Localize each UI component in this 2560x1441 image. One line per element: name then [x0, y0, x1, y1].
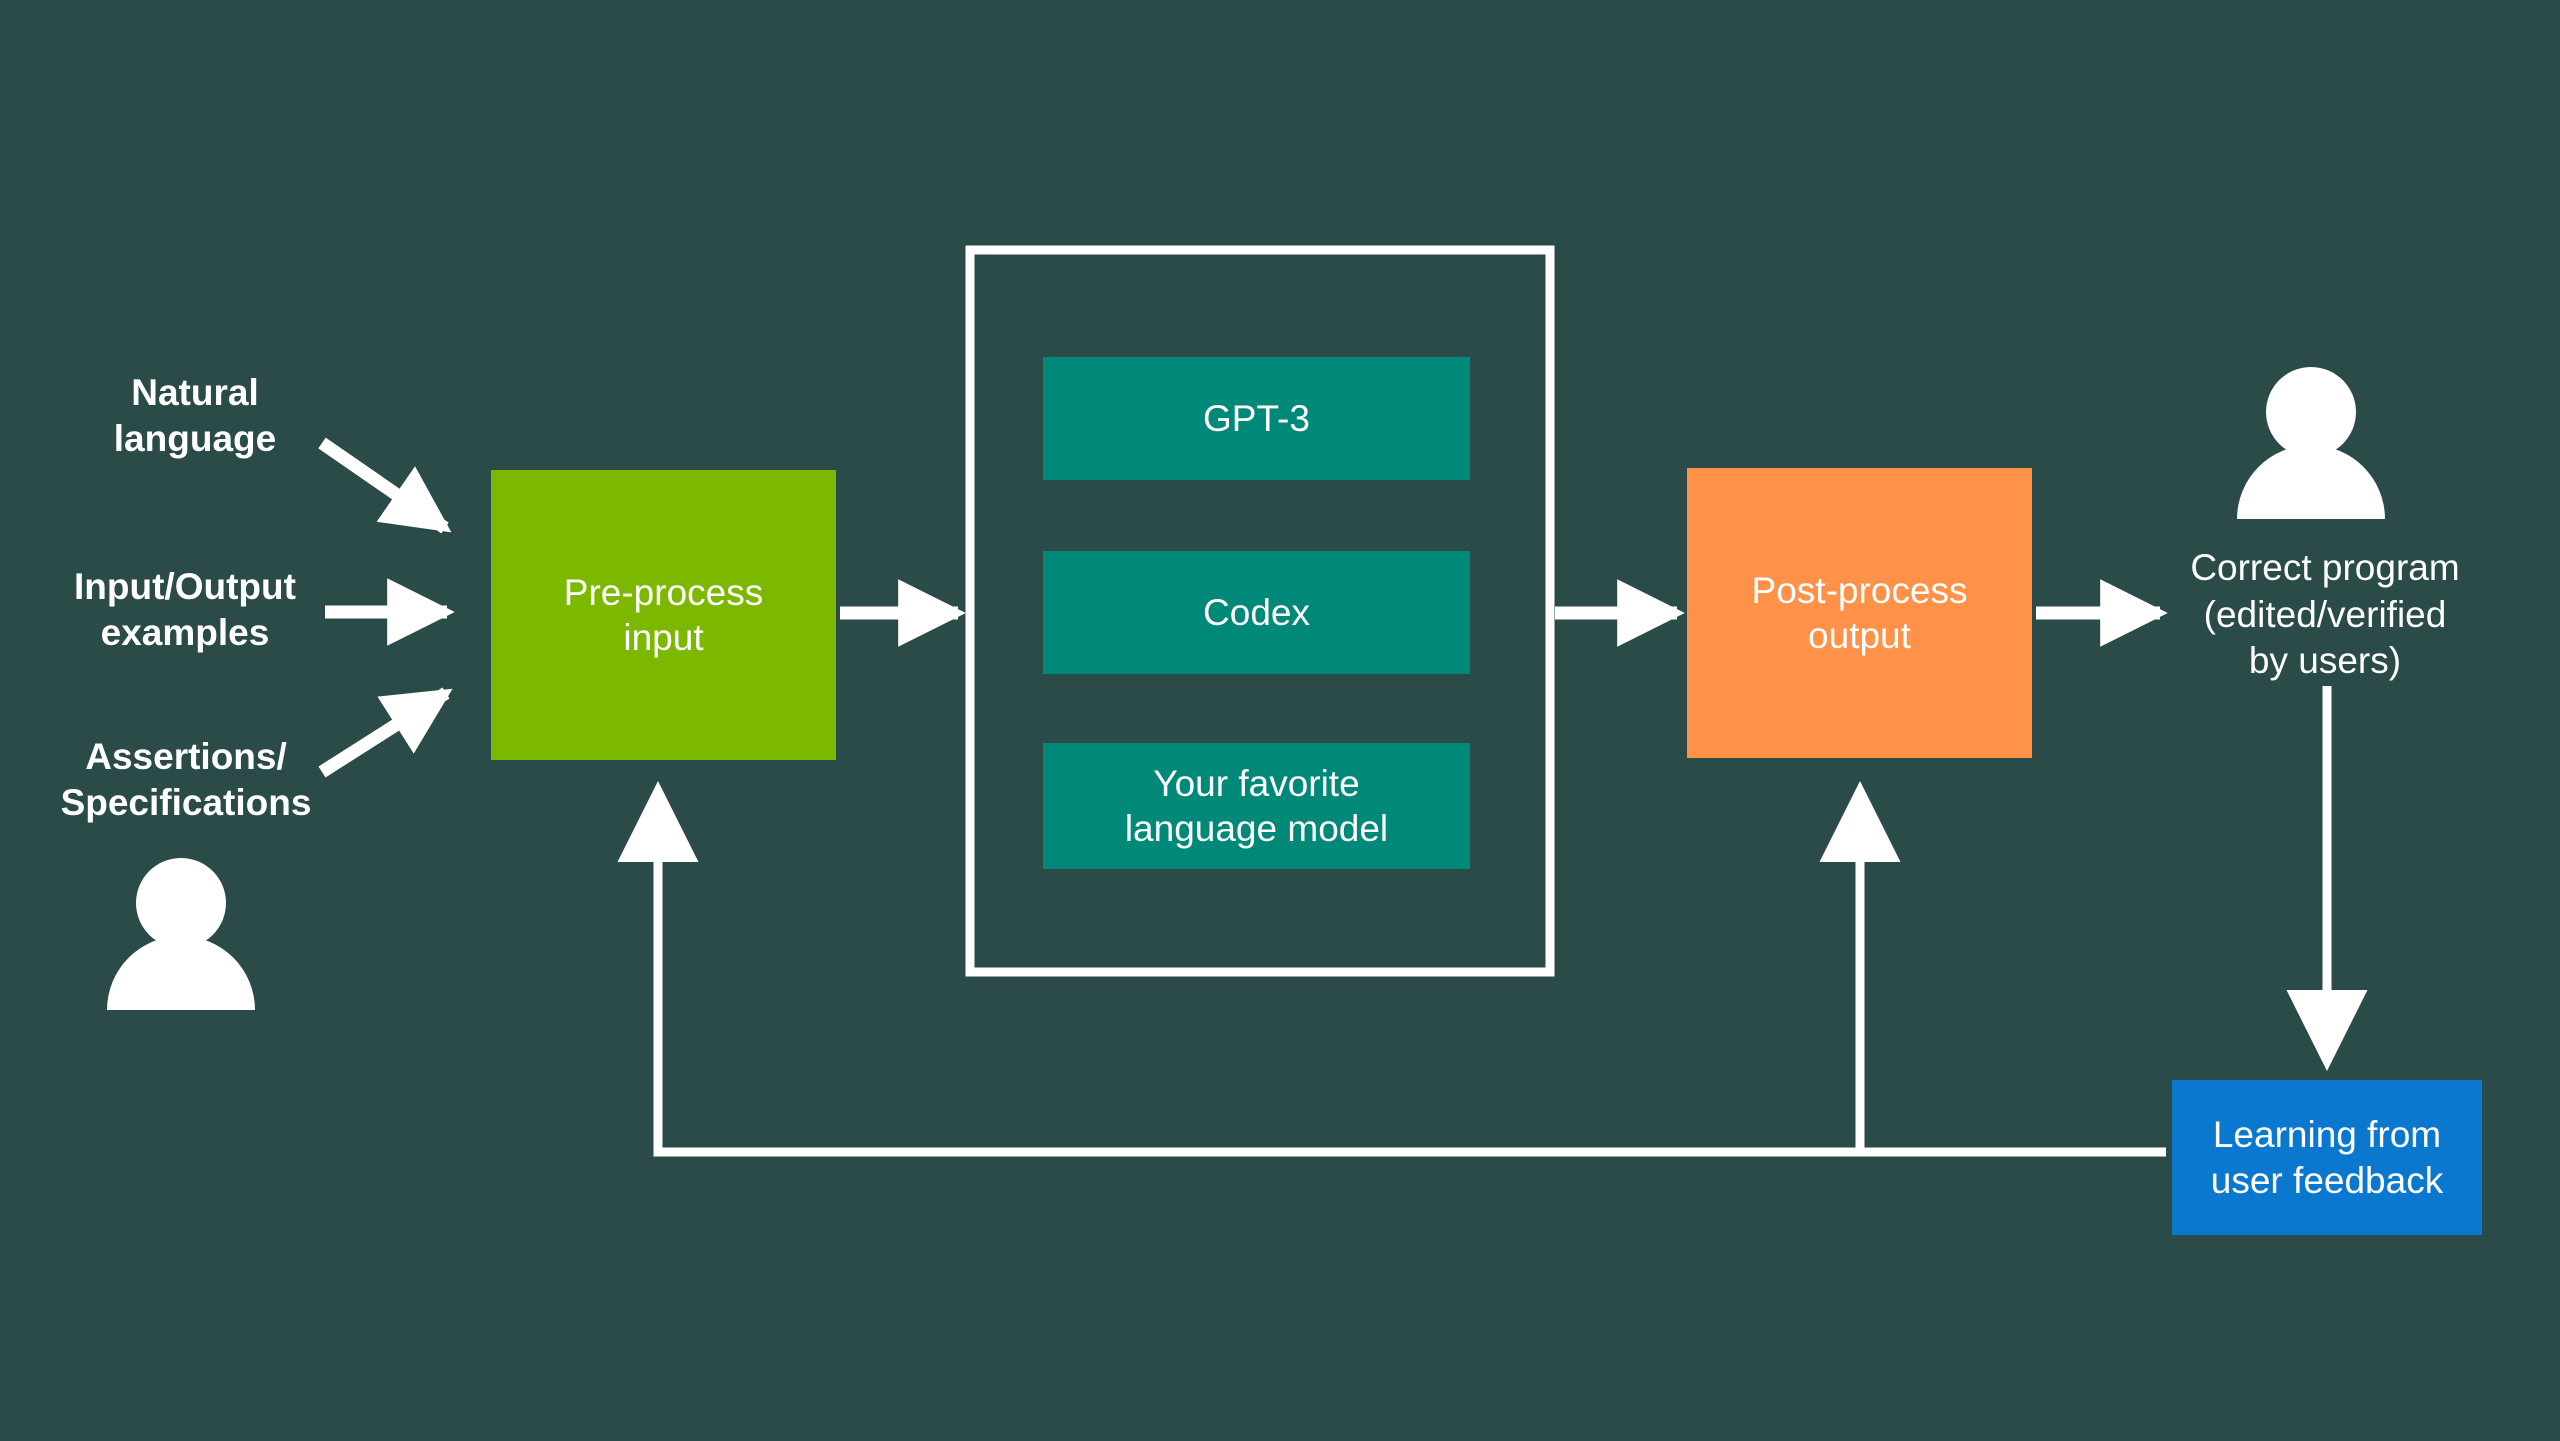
feedback-loop-to-postprocess	[1819, 781, 2166, 1157]
preprocess-box[interactable]	[491, 470, 836, 760]
model-box-codex[interactable]	[1043, 551, 1470, 674]
user-person-icon-right	[2237, 367, 2385, 519]
model-box-favorite-model[interactable]	[1043, 743, 1470, 869]
postprocess-box[interactable]	[1687, 468, 2032, 758]
arrow-natural-language	[318, 437, 452, 534]
user-person-icon-left	[107, 858, 255, 1010]
model-container-outline	[965, 245, 1555, 977]
arrow-assertions	[318, 687, 453, 778]
feedback-loop-to-preprocess	[617, 781, 2166, 1157]
model-box-gpt3[interactable]	[1043, 357, 1470, 480]
feedback-box[interactable]	[2172, 1080, 2482, 1235]
